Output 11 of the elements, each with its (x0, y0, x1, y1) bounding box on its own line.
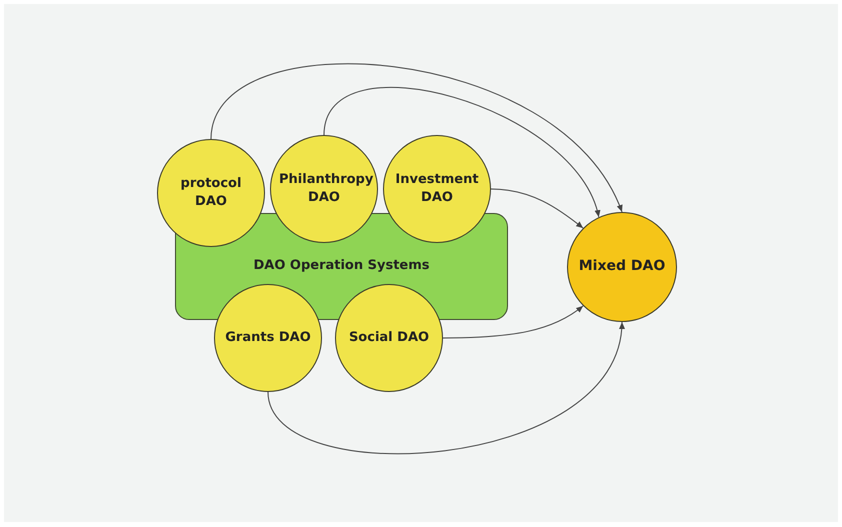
node-label: protocol DAO (180, 174, 242, 211)
arrow (268, 322, 624, 454)
node-label: Mixed DAO (578, 257, 666, 276)
arrow (324, 86, 600, 218)
node-label: DAO Operation Systems (253, 257, 430, 276)
node-label: Grants DAO (225, 328, 311, 347)
arrow (490, 188, 584, 229)
arrow (442, 305, 584, 338)
node-label: Social DAO (348, 328, 430, 347)
node-label: Investment DAO (394, 170, 480, 207)
arrow (210, 63, 622, 212)
